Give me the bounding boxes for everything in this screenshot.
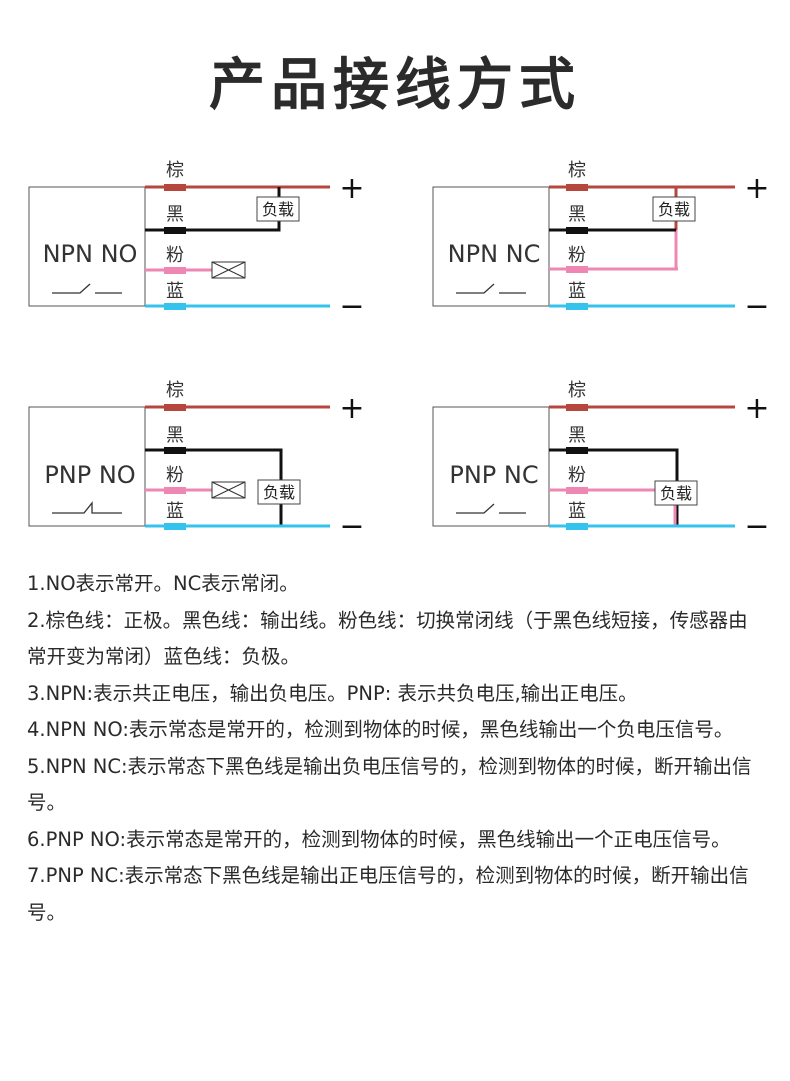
- blue-wire-label: 蓝: [166, 501, 184, 522]
- unconnected-terminal-icon: [211, 481, 246, 499]
- pink-wire-label: 粉: [166, 245, 184, 266]
- blue-wire-label: 蓝: [568, 281, 586, 302]
- brown-wire-marker: [566, 404, 588, 411]
- note-item: 4.NPN NO:表示常态是常开的，检测到物体的时候，黑色线输出一个负电压信号。: [27, 718, 734, 741]
- load-label: 负载: [263, 483, 295, 502]
- note-item: 7.PNP NC:表示常态下黑色线是输出正电压信号的，检测到物体的时候，断开输出…: [27, 864, 749, 924]
- black-wire-marker: [164, 227, 186, 234]
- load-label: 负载: [262, 200, 294, 219]
- brown-wire-marker: [164, 184, 186, 191]
- black-wire-label: 黑: [568, 204, 586, 225]
- note-item: 1.NO表示常开。NC表示常闭。: [27, 572, 299, 595]
- load-box: [257, 479, 301, 505]
- load-label: 负载: [658, 200, 690, 219]
- diagram-npn-nc: NPN NC 棕 黑 负载 粉 蓝 + −: [432, 160, 770, 324]
- minus-terminal: −: [744, 509, 769, 544]
- blue-wire-marker: [164, 523, 186, 530]
- pink-wire-label: 粉: [166, 465, 184, 486]
- pink-wire-marker: [164, 487, 186, 494]
- blue-wire-label: 蓝: [166, 281, 184, 302]
- pink-wire-label: 粉: [568, 245, 586, 266]
- black-wire-marker: [566, 227, 588, 234]
- minus-terminal: −: [339, 289, 364, 324]
- plus-terminal: +: [339, 391, 364, 426]
- blue-wire-marker: [566, 303, 588, 310]
- blue-wire-marker: [566, 523, 588, 530]
- plus-terminal: +: [339, 171, 364, 206]
- blue-wire-marker: [164, 303, 186, 310]
- sensor-type-label: PNP NO: [44, 461, 135, 489]
- note-item: 5.NPN NC:表示常态下黑色线是输出负电压信号的，检测到物体的时候，断开输出…: [27, 754, 752, 815]
- pink-wire-marker: [164, 267, 186, 274]
- switch-symbol-open: [52, 283, 122, 294]
- sensor-type-label: NPN NO: [43, 240, 138, 268]
- pink-wire-label: 粉: [568, 465, 586, 486]
- black-wire-marker: [164, 447, 186, 454]
- note-item: 3.NPN:表示共正电压，输出负电压。PNP: 表示共负电压,输出正电压。: [27, 681, 638, 705]
- switch-symbol-open: [456, 283, 526, 294]
- sensor-type-label: NPN NC: [448, 240, 541, 268]
- brown-wire-label: 棕: [568, 160, 586, 181]
- switch-symbol-open: [456, 503, 526, 514]
- brown-wire-label: 棕: [166, 380, 184, 401]
- pink-wire-marker: [566, 487, 588, 494]
- brown-wire-marker: [164, 404, 186, 411]
- load-label: 负载: [660, 484, 692, 503]
- blue-wire-label: 蓝: [568, 501, 586, 522]
- black-wire-label: 黑: [166, 204, 184, 225]
- brown-wire-marker: [566, 184, 588, 191]
- switch-symbol-open: [52, 501, 122, 514]
- black-wire-marker: [566, 447, 588, 454]
- diagram-npn-no: NPN NO 棕 黑 负载 粉 蓝 + −: [28, 160, 365, 324]
- load-box: [652, 196, 696, 222]
- black-wire-label: 黑: [166, 425, 184, 446]
- notes-list: 1.NO表示常开。NC表示常闭。 2.棕色线：正极。黑色线：输出线。粉色线：切换…: [27, 566, 767, 931]
- diagram-pnp-nc: PNP NC 棕 黑 粉 负载 蓝 + −: [432, 380, 770, 544]
- note-item: 2.棕色线：正极。黑色线：输出线。粉色线：切换常闭线（于黑色线短接，传感器由常开…: [27, 608, 748, 669]
- minus-terminal: −: [339, 509, 364, 544]
- note-item: 6.PNP NO:表示常态是常开的，检测到物体的时候，黑色线输出一个正电压信号。: [27, 827, 731, 851]
- plus-terminal: +: [744, 391, 769, 426]
- brown-wire-label: 棕: [568, 380, 586, 401]
- minus-terminal: −: [744, 289, 769, 324]
- unconnected-terminal-icon: [211, 261, 246, 279]
- sensor-box: [28, 406, 146, 527]
- plus-terminal: +: [744, 171, 769, 206]
- load-box: [654, 480, 698, 506]
- diagram-pnp-no: PNP NO 棕 黑 负载 粉 蓝 + −: [28, 380, 365, 544]
- brown-wire-label: 棕: [166, 160, 184, 181]
- black-wire-label: 黑: [568, 425, 586, 446]
- page-title: 产品接线方式: [209, 53, 581, 118]
- wiring-diagrams: NPN NO 棕 黑 负载 粉 蓝 + − NPN NC: [28, 160, 770, 544]
- load-box: [256, 196, 300, 222]
- sensor-type-label: PNP NC: [449, 461, 538, 489]
- pink-wire-marker: [566, 266, 588, 273]
